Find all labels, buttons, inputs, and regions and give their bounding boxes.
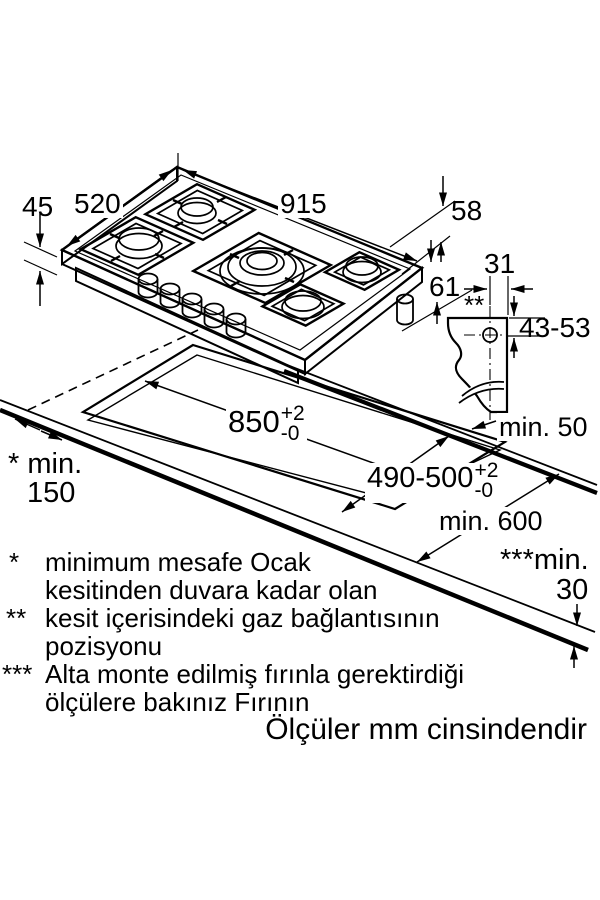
dim-hob-total-height: 58 bbox=[451, 195, 483, 226]
footnote-1-marker: * bbox=[9, 547, 20, 577]
dim-hob-height-with-foot: 61 bbox=[429, 271, 461, 302]
dim-hob-front-height: 45 bbox=[22, 191, 54, 222]
dim-clearance-below-label: ***min. bbox=[500, 544, 589, 576]
footnote-3-marker: *** bbox=[2, 659, 33, 689]
cutout-depth-value: 490-500 bbox=[367, 462, 474, 494]
footnote-2-line-2: pozisyonu bbox=[45, 631, 163, 661]
dim-cutout-width: 850+2-0 bbox=[226, 402, 307, 446]
cutout-width-value: 850 bbox=[228, 404, 280, 439]
footnote-2-line-1: kesit içerisindeki gaz bağlantısının bbox=[45, 603, 440, 633]
dim-gas-offset-below-top: 43-53 bbox=[519, 312, 591, 343]
cutout-width-tol-minus: -0 bbox=[280, 422, 300, 445]
dim-clearance-below-value: 30 bbox=[556, 574, 589, 606]
footnote-1-line-1: minimum mesafe Ocak bbox=[45, 547, 311, 577]
burner-front-right bbox=[259, 283, 347, 327]
units-note: Ölçüler mm cinsindendir bbox=[265, 713, 587, 746]
dim-worktop-min-depth: min. 600 bbox=[437, 506, 545, 536]
footnote-1-line-2: kesitinden duvara kadar olan bbox=[45, 575, 378, 605]
footnote-3-line-2: ölçülere bakınız Fırının bbox=[45, 687, 310, 717]
footnote-3-line-1: Alta monte edilmiş fırınla gerektirdiği bbox=[45, 659, 465, 689]
footnote-2-marker: ** bbox=[6, 603, 27, 633]
control-knobs bbox=[137, 272, 247, 339]
cutout-depth-tol-minus: -0 bbox=[474, 479, 494, 502]
dim-clearance-side-label: * min. bbox=[8, 448, 83, 480]
dim-clearance-rear: min. 50 bbox=[497, 412, 590, 442]
gas-connection-marker: ** bbox=[464, 290, 485, 320]
dim-hob-width: 915 bbox=[278, 188, 329, 219]
burner-back-right bbox=[322, 250, 402, 292]
worktop-drawing bbox=[0, 329, 598, 668]
dim-gas-offset-from-edge: 31 bbox=[484, 248, 516, 279]
cutout-depth-tol-plus: +2 bbox=[474, 459, 499, 482]
dim-hob-depth: 520 bbox=[72, 188, 123, 219]
hob-foot bbox=[396, 293, 414, 326]
cutout-width-tol-plus: +2 bbox=[280, 402, 305, 425]
dim-cutout-depth: 490-500+2-0 bbox=[365, 459, 501, 503]
dim-clearance-side-value: 150 bbox=[27, 477, 76, 509]
gas-connection-detail-drawing bbox=[446, 276, 545, 420]
